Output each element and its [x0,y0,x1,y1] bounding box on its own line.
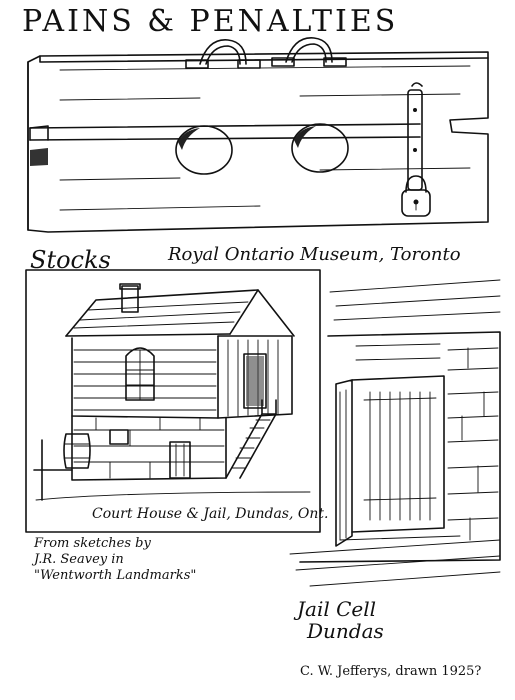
jail-cell-label-line-1: Jail Cell [297,597,377,621]
source-note-line-3: "Wentworth Landmarks" [34,568,197,583]
source-note: From sketches by J.R. Seavey in "Wentwor… [34,536,264,584]
courthouse-drawing [25,269,321,533]
source-note-line-2: J.R. Seavey in [34,552,124,567]
page-title: PAINS & PENALTIES [22,4,399,39]
jail-cell-label-line-2: Dundas [307,619,384,643]
jail-cell-label: Jail Cell Dundas [297,598,384,642]
artist-credit: C. W. Jefferys, drawn 1925? [300,664,482,679]
source-note-line-1: From sketches by [34,536,151,551]
courthouse-caption: Court House & Jail, Dundas, Ont. [92,506,329,522]
stocks-label: Stocks [30,246,111,274]
museum-location-label: Royal Ontario Museum, Toronto [168,244,461,265]
stocks-drawing [27,37,489,233]
jail-cell-drawing [289,279,501,587]
